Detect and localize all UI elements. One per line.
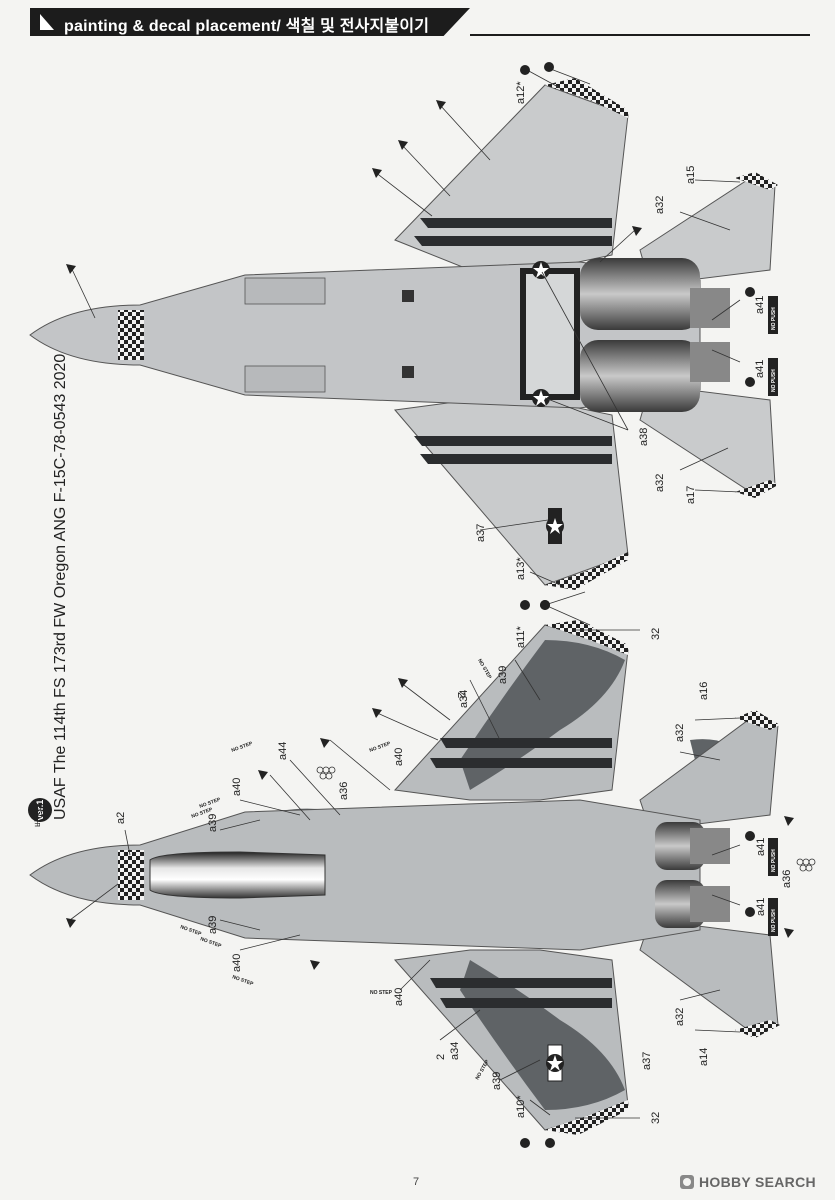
no-step-10: NO STEP [475, 1058, 492, 1081]
callout-bottom-a34-lower: a34 [449, 1042, 461, 1060]
callout-bottom-a37: a37 [641, 1052, 653, 1070]
callout-bottom-a41-lower: a41 [755, 898, 767, 916]
hobby-search-logo-icon [680, 1175, 694, 1189]
aircraft-bottom-view: a2 a39 a40 a44 a36 a40 a34 a39 a11* 32 a… [29, 600, 816, 1148]
bottom-stab-lower [639, 919, 779, 1036]
roundel-top-1 [532, 261, 550, 279]
top-engine-upper [580, 258, 700, 330]
callout-bottom-a36-upper: a36 [338, 782, 350, 800]
callout-bottom-a36-right: a36 [781, 870, 793, 888]
callout-top-a32-upper: a32 [654, 196, 666, 214]
callout-bottom-a34-upper: a34 [458, 690, 470, 708]
watermark-text: HOBBY SEARCH [699, 1174, 816, 1190]
callout-bottom-32-upper: 32 [650, 628, 662, 640]
callout-bottom-a11: a11* [515, 625, 527, 648]
callout-top-a41-upper: a41 [754, 296, 766, 314]
top-wingtip-check-lower [545, 552, 628, 590]
decal-hex-icon [316, 766, 816, 872]
callout-bottom-a39-mid: a39 [497, 666, 509, 684]
callout-top-a15: a15 [685, 166, 697, 184]
top-nose-checker [118, 310, 144, 360]
version-title: USAF The 114th FS 173rd FW Oregon ANG F-… [52, 353, 69, 820]
push-label-top-2: NO PUSH [771, 369, 777, 392]
roundel-top-wing [546, 508, 564, 544]
top-wingtip-check-upper [545, 78, 628, 118]
callout-bottom-a40-low2: a40 [393, 988, 405, 1006]
top-wing-stripes [414, 218, 612, 464]
callout-top-a37: a37 [475, 524, 487, 542]
callout-bottom-a10: a10* [515, 1095, 527, 1118]
callout-bottom-a2: a2 [115, 812, 127, 824]
canopy [149, 851, 326, 899]
callout-top-a13: a13* [515, 557, 527, 580]
bottom-stab-upper [639, 714, 779, 831]
callout-bottom-2-upper: 2 [455, 692, 467, 698]
top-engine-lower [580, 340, 700, 412]
callout-top-a32-lower: a32 [654, 474, 666, 492]
page-number: 7 [413, 1176, 420, 1188]
roundel-bottom-wing [546, 1044, 564, 1082]
callout-bottom-a39-upper: a39 [207, 814, 219, 832]
callout-bottom-2-lower: 2 [435, 1054, 447, 1060]
no-step-9: NO STEP [370, 990, 393, 996]
top-right-wing [394, 399, 629, 586]
callout-bottom-a40-lower: a40 [231, 954, 243, 972]
callout-bottom-a39-low3: a39 [491, 1072, 503, 1090]
callout-bottom-a40-upper: a40 [231, 778, 243, 796]
page-title: painting & decal placement/ 색칠 및 전사지붙이기 [64, 18, 430, 35]
push-label-top-1: NO PUSH [771, 307, 777, 330]
aircraft-top-view: a12* a15 a32 a41 a41 a38 a32 a17 a37 a13… [29, 62, 778, 610]
callout-bottom-a14: a14 [698, 1048, 710, 1066]
callout-bottom-a39-lower: a39 [207, 916, 219, 934]
roundel-top-2 [532, 389, 550, 407]
callout-top-a38: a38 [638, 428, 650, 446]
no-step-6: NO STEP [179, 924, 202, 937]
callout-bottom-a40-mid: a40 [393, 748, 405, 766]
no-step-7: NO STEP [199, 936, 222, 949]
callout-bottom-a16: a16 [698, 682, 710, 700]
bottom-fuselage [29, 799, 701, 951]
header-rule [470, 34, 810, 36]
callout-bottom-a44: a44 [277, 742, 289, 760]
callout-bottom-a32-upper: a32 [674, 724, 686, 742]
no-step-8: NO STEP [231, 974, 254, 987]
callout-bottom-a41-upper: a41 [755, 838, 767, 856]
callout-bottom-32-lower: 32 [650, 1112, 662, 1124]
no-step-5: NO STEP [476, 658, 493, 681]
bottom-nose-checker [118, 850, 144, 900]
push-label-bottom-2: NO PUSH [771, 909, 777, 932]
header-banner: painting & decal placement/ 색칠 및 전사지붙이기 [30, 8, 470, 36]
push-label-bottom-1: NO PUSH [771, 849, 777, 872]
callout-top-a41-lower: a41 [754, 360, 766, 378]
no-step-4: NO STEP [369, 741, 392, 754]
triangle-marker-icon [40, 14, 54, 30]
no-step-3: NO STEP [231, 741, 254, 754]
callout-top-a12: a12* [515, 81, 527, 104]
version-badge-ko: 버전1 [34, 807, 43, 827]
bottom-wing-stripes [430, 738, 612, 1008]
watermark: HOBBY SEARCH [679, 1172, 829, 1194]
callout-top-a17: a17 [685, 486, 697, 504]
callout-bottom-a32-lower: a32 [674, 1008, 686, 1026]
